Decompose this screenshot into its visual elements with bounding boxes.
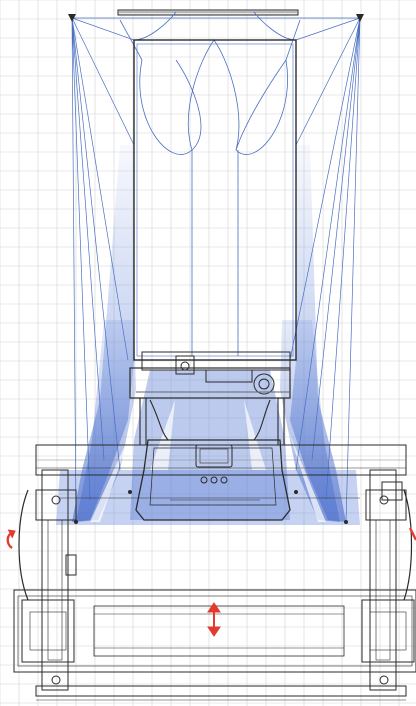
right-column bbox=[369, 469, 413, 691]
control-knob-2 bbox=[210, 476, 218, 484]
beam-coverage bbox=[56, 145, 360, 525]
main-panel bbox=[133, 39, 297, 361]
carriage-frame bbox=[35, 444, 407, 521]
right-lift-housing bbox=[361, 599, 415, 663]
lower-sensor-points bbox=[74, 490, 348, 524]
panel-bracket bbox=[129, 351, 291, 399]
lift-base bbox=[13, 589, 416, 701]
rotation-arrow-icon bbox=[6, 529, 16, 549]
beam-bottom-band bbox=[56, 470, 360, 525]
right-sensor-mount bbox=[356, 14, 364, 22]
control-box bbox=[135, 439, 291, 521]
top-bar-sensor bbox=[117, 9, 299, 16]
left-lift-housing bbox=[21, 599, 75, 663]
left-sensor-mount bbox=[68, 14, 76, 22]
sensor-rays bbox=[71, 17, 361, 523]
up-down-arrow-icon bbox=[207, 602, 221, 637]
control-knob-1 bbox=[200, 476, 208, 484]
rotation-arrow-right-icon bbox=[408, 527, 416, 541]
control-knob-3 bbox=[220, 476, 228, 484]
beam-right-low bbox=[280, 320, 340, 522]
beam-left-low bbox=[76, 320, 136, 522]
